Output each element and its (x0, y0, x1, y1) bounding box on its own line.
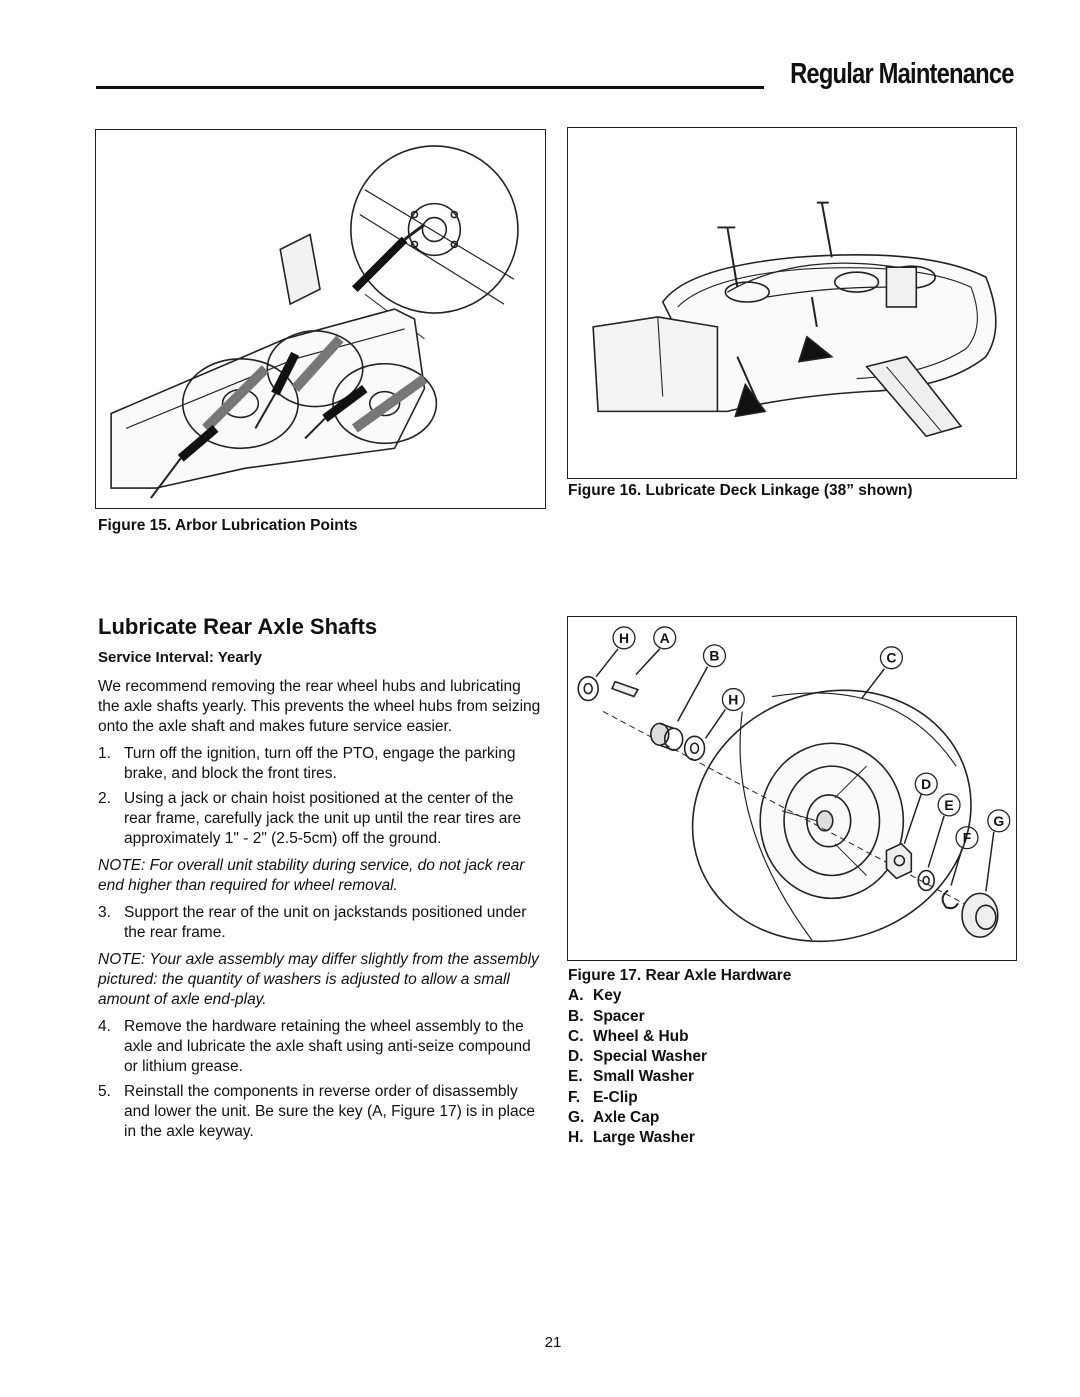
step-3: 3. Support the rear of the unit on jacks… (98, 903, 544, 943)
step-number: 3. (98, 904, 111, 921)
service-interval: Service Interval: Yearly (98, 649, 263, 666)
step-text: Turn off the ignition, turn off the PTO,… (124, 745, 516, 782)
legend-label: Key (593, 987, 622, 1005)
legend-label: Large Washer (593, 1129, 695, 1147)
legend-key: C. (568, 1027, 584, 1045)
step-text: Remove the hardware retaining the wheel … (124, 1018, 531, 1075)
legend-item: B. Spacer (568, 1007, 791, 1027)
callout-h-left: H (619, 630, 629, 646)
legend-key: E. (568, 1068, 583, 1086)
section-title: Lubricate Rear Axle Shafts (98, 614, 378, 639)
legend-item: C. Wheel & Hub (568, 1027, 791, 1047)
step-4: 4. Remove the hardware retaining the whe… (98, 1017, 544, 1077)
step-number: 1. (98, 745, 111, 762)
page-header-title: Regular Maintenance (790, 58, 1014, 90)
legend-label: Axle Cap (593, 1109, 660, 1127)
legend-label: Wheel & Hub (593, 1027, 689, 1045)
step-text: Reinstall the components in reverse orde… (124, 1083, 535, 1140)
deck-linkage-drawing (592, 201, 997, 438)
legend-key: B. (568, 1007, 584, 1025)
legend-item: F. E-Clip (568, 1088, 791, 1108)
callout-g: G (993, 813, 1004, 829)
legend-key: A. (568, 987, 584, 1005)
legend-label: Special Washer (593, 1048, 708, 1066)
rear-axle-exploded-drawing: H A B C H D E G F (577, 626, 1011, 943)
figure-16-illustration (567, 127, 1017, 479)
legend-key: F. (568, 1088, 581, 1106)
figure-17-caption: Figure 17. Rear Axle Hardware (568, 967, 792, 984)
legend-item: D. Special Washer (568, 1047, 791, 1067)
figure-15-illustration (95, 129, 546, 509)
step-2: 2. Using a jack or chain hoist positione… (98, 789, 544, 849)
step-number: 5. (98, 1083, 111, 1100)
legend-key: D. (568, 1048, 584, 1066)
figure-16-caption: Figure 16. Lubricate Deck Linkage (38” s… (568, 482, 913, 499)
legend-item: H. Large Washer (568, 1128, 791, 1148)
legend-key: H. (568, 1129, 584, 1147)
note-axle-assembly: NOTE: Your axle assembly may differ slig… (98, 951, 539, 1008)
step-1: 1. Turn off the ignition, turn off the P… (98, 744, 544, 784)
callout-b: B (709, 648, 719, 664)
legend-item: E. Small Washer (568, 1067, 791, 1087)
legend-label: Spacer (593, 1007, 645, 1025)
callout-a: A (660, 630, 670, 646)
note-stability: NOTE: For overall unit stability during … (98, 857, 525, 894)
callout-f: F (963, 830, 972, 846)
figure-15-caption: Figure 15. Arbor Lubrication Points (98, 517, 358, 534)
step-text: Using a jack or chain hoist positioned a… (124, 790, 522, 847)
legend-label: E-Clip (593, 1088, 638, 1106)
callout-d: D (921, 776, 931, 792)
figure-17-illustration: H A B C H D E G F (567, 616, 1017, 961)
figure-17-legend: Figure 17. Rear Axle Hardware A. Key B. Sp… (568, 966, 791, 1149)
header-rule (96, 86, 764, 89)
intro-paragraph: We recommend removing the rear wheel hub… (98, 678, 541, 735)
legend-key: G. (568, 1109, 585, 1127)
legend-label: Small Washer (593, 1068, 695, 1086)
page-number: 21 (544, 1334, 562, 1351)
step-text: Support the rear of the unit on jackstan… (124, 904, 527, 941)
step-5: 5. Reinstall the components in reverse o… (98, 1082, 544, 1142)
step-number: 4. (98, 1018, 111, 1035)
legend-item: A. Key (568, 986, 791, 1006)
step-number: 2. (98, 790, 111, 807)
arbor-lubrication-drawing (110, 145, 519, 499)
callout-e: E (944, 797, 953, 813)
callout-c: C (886, 650, 896, 666)
callout-h-middle: H (728, 691, 738, 707)
section-body: We recommend removing the rear wheel hub… (98, 677, 544, 1142)
legend-item: G. Axle Cap (568, 1108, 791, 1128)
